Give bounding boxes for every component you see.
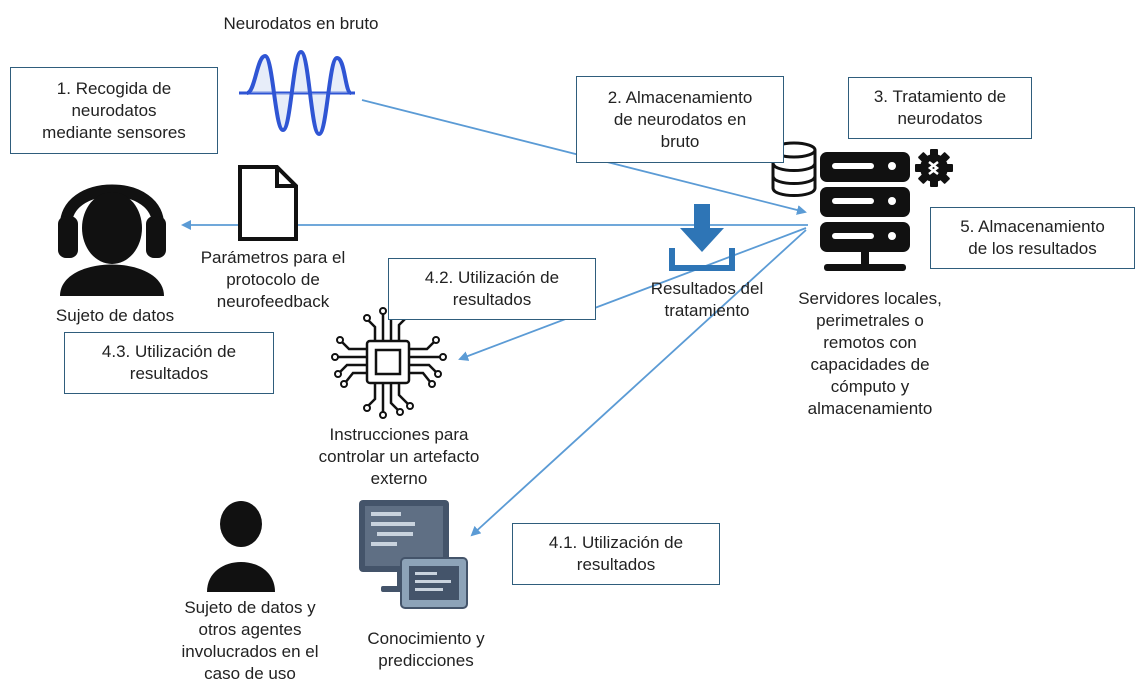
artifact-instructions-label: Instrucciones para controlar un artefact… [318, 425, 480, 488]
headphones-person-icon [58, 184, 166, 296]
waveform-icon [239, 49, 355, 137]
step3-box: 3. Tratamiento de neurodatos [848, 77, 1032, 139]
gear-icon [915, 149, 953, 187]
subject-and-agents-label: Sujeto de datos y otros agentes involucr… [181, 598, 319, 683]
step43-box: 4.3. Utilización de resultados [64, 332, 274, 394]
arrow-server-to-monitor [470, 229, 807, 537]
step41-box: 4.1. Utilización de resultados [512, 523, 720, 585]
data-subject-label: Sujeto de datos [55, 306, 175, 325]
step42-box: 4.2. Utilización de resultados [388, 258, 596, 320]
person-icon [207, 501, 275, 592]
monitor-icon [359, 500, 468, 609]
arrow-server-to-chip [458, 227, 807, 361]
raw-neurodata-label: Neurodatos en bruto [223, 14, 379, 33]
step2-box: 2. Almacenamiento de neurodatos en bruto [576, 76, 784, 163]
knowledge-predictions-label: Conocimiento y predicciones [367, 629, 485, 670]
servers-label: Servidores locales, perimetrales o remot… [798, 289, 942, 418]
step1-box: 1. Recogida de neurodatos mediante senso… [10, 67, 218, 154]
chip-icon [331, 307, 447, 419]
server-icon [820, 152, 910, 271]
document-icon [238, 165, 298, 241]
neurofeedback-params-label: Parámetros para el protocolo de neurofee… [200, 248, 346, 311]
download-icon [669, 204, 735, 271]
step5-box: 5. Almacenamiento de los resultados [930, 207, 1135, 269]
processing-results-label: Resultados del tratamiento [650, 279, 764, 320]
